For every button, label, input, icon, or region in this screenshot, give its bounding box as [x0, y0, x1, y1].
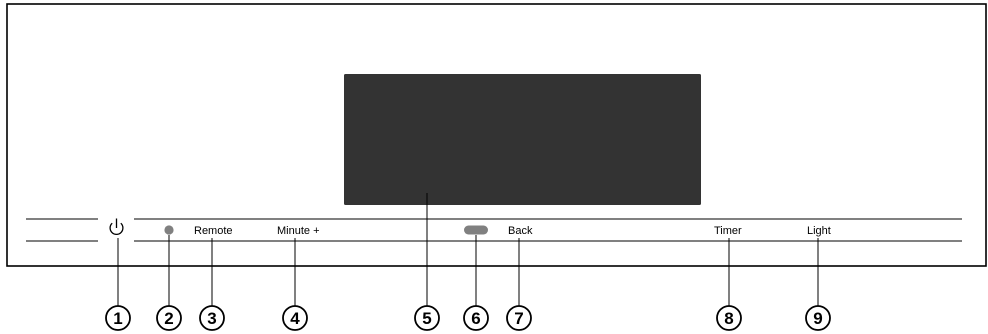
power-icon[interactable] — [109, 218, 124, 235]
callout-7-number: 7 — [514, 309, 523, 328]
callout-7: 7 — [506, 305, 532, 331]
callout-8: 8 — [716, 305, 742, 331]
callouts: 1 2 3 4 5 6 7 8 — [105, 305, 831, 331]
minute-plus-label[interactable]: Minute + — [277, 225, 320, 237]
remote-label[interactable]: Remote — [194, 225, 233, 237]
callout-4-circle — [282, 305, 308, 331]
callout-3-number: 3 — [207, 309, 216, 328]
display-screen — [344, 74, 701, 205]
callout-5-number: 5 — [422, 309, 431, 328]
control-strip — [26, 218, 962, 242]
callout-6-circle — [463, 305, 489, 331]
callout-2-circle — [156, 305, 182, 331]
callout-1: 1 — [105, 305, 131, 331]
callout-9-circle — [805, 305, 831, 331]
callout-5-circle — [414, 305, 440, 331]
callout-1-number: 1 — [113, 309, 122, 328]
callout-9-number: 9 — [813, 309, 822, 328]
remote-indicator-dot — [164, 225, 174, 235]
callout-3-circle — [199, 305, 225, 331]
timer-label[interactable]: Timer — [714, 225, 742, 237]
callout-7-circle — [506, 305, 532, 331]
callout-8-circle — [716, 305, 742, 331]
callout-3: 3 — [199, 305, 225, 331]
callout-2-number: 2 — [164, 309, 173, 328]
callout-6: 6 — [463, 305, 489, 331]
callout-4: 4 — [282, 305, 308, 331]
callout-8-number: 8 — [724, 309, 733, 328]
back-indicator-pill — [464, 225, 488, 235]
callout-4-number: 4 — [290, 309, 300, 328]
callout-5: 5 — [414, 305, 440, 331]
light-label[interactable]: Light — [807, 225, 831, 237]
callout-1-circle — [105, 305, 131, 331]
callout-9: 9 — [805, 305, 831, 331]
leader-lines — [117, 193, 819, 306]
callout-2: 2 — [156, 305, 182, 331]
back-label[interactable]: Back — [508, 225, 533, 237]
callout-6-number: 6 — [471, 309, 480, 328]
